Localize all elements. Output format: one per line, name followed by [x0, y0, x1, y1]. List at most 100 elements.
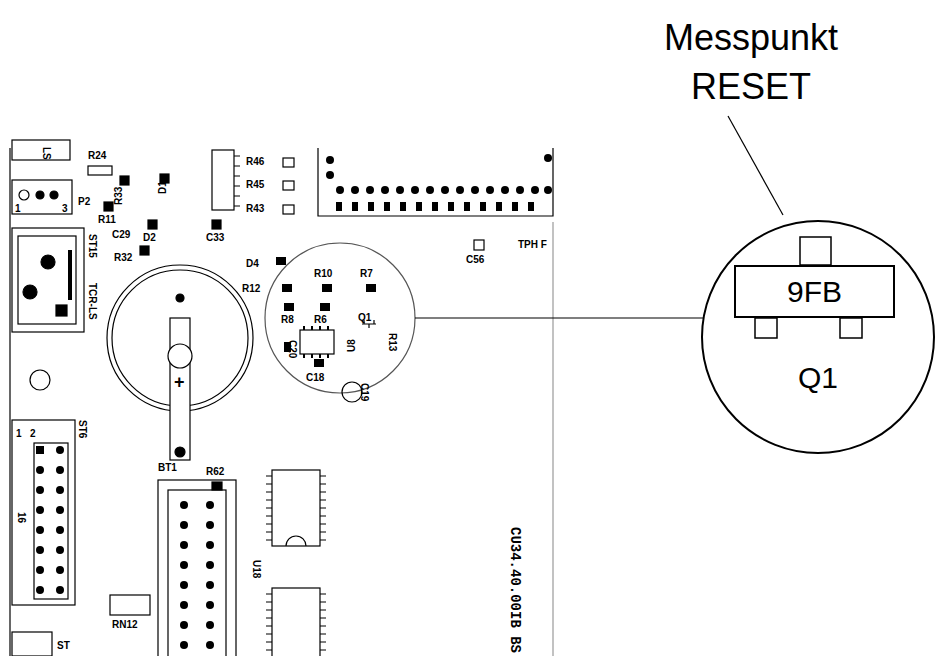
part-label: D2	[143, 232, 156, 243]
connector-inner	[18, 236, 76, 324]
module-outline	[318, 148, 553, 216]
resistor-network	[110, 595, 150, 615]
pin	[41, 255, 55, 269]
part-label: RN12	[112, 619, 138, 630]
polarity-mark: +	[174, 373, 185, 393]
battery-pin	[175, 447, 185, 457]
connector	[12, 180, 72, 214]
part-label: LS	[41, 147, 52, 160]
magnified-callout: Q1 9FB	[700, 219, 936, 455]
ic-outline	[272, 470, 320, 546]
part-label: R62	[206, 466, 224, 477]
pin-number: 3	[62, 203, 68, 214]
ic-notch	[286, 536, 306, 546]
header	[158, 480, 236, 656]
callout-circle	[700, 219, 936, 455]
part-label: R24	[88, 150, 106, 161]
part-label: C29	[112, 229, 130, 240]
part-label: R13	[387, 333, 398, 351]
zoom-line	[415, 317, 703, 318]
key	[68, 250, 72, 300]
part-label: U18	[251, 560, 262, 578]
part-label: C18	[306, 372, 324, 383]
part-label: D1	[157, 181, 168, 194]
pad	[120, 176, 129, 185]
callout-title: Messpunkt RESET	[636, 14, 866, 111]
package-marking: 9FB	[787, 275, 842, 308]
ic-outline	[212, 150, 234, 210]
ic-outline	[272, 588, 320, 656]
part-label: R8	[281, 314, 294, 325]
board-edge	[9, 148, 10, 656]
package-pin	[800, 237, 831, 265]
mounting-hole	[30, 370, 50, 390]
part-label: R45	[246, 179, 264, 190]
part-label: BT1	[158, 462, 177, 473]
pin-number: 1	[16, 428, 22, 439]
part-label: P2	[78, 196, 90, 207]
part-label: R12	[242, 283, 260, 294]
part-label: TPH F	[518, 239, 547, 250]
connector	[12, 228, 84, 332]
part-label: ST6	[77, 420, 88, 438]
pad	[212, 482, 222, 490]
header-pins	[180, 501, 214, 649]
ic-legs	[266, 594, 326, 650]
part-label: ST	[57, 640, 70, 651]
header	[12, 420, 75, 605]
pin	[36, 191, 44, 199]
pad	[283, 205, 294, 214]
ic-legs	[234, 156, 240, 206]
board-id: CU34.40.00IB BS	[507, 527, 522, 653]
pad	[283, 181, 294, 190]
part-label: R32	[114, 252, 132, 263]
part-label: TCR-LS	[87, 283, 98, 320]
part-label: C33	[206, 232, 224, 243]
part-label: R10	[314, 268, 332, 279]
package-pin	[840, 318, 862, 338]
part-label: C20	[287, 340, 298, 358]
header-pins	[36, 446, 64, 594]
zoom-pads	[276, 257, 376, 367]
resistor-pad	[88, 166, 112, 175]
module-pins	[326, 154, 552, 211]
connector	[12, 632, 52, 656]
pin	[19, 190, 29, 200]
zoom-area	[265, 243, 415, 393]
part-label: R7	[360, 268, 373, 279]
pin-number: 2	[30, 428, 36, 439]
ic-legs	[266, 476, 326, 540]
pin	[56, 305, 67, 316]
battery-dot	[176, 294, 184, 302]
ic-outline	[300, 330, 334, 354]
battery-contact	[168, 344, 192, 368]
part-label: C56	[466, 254, 484, 265]
pin-number: 1	[15, 203, 21, 214]
pad	[140, 246, 149, 255]
part-designator: Q1	[700, 361, 936, 394]
pad	[212, 220, 221, 229]
board-edge	[552, 222, 553, 656]
header-inner	[34, 443, 68, 599]
part-label: R6	[314, 314, 327, 325]
callout-outline	[702, 221, 934, 453]
pin-number: 16	[16, 512, 27, 523]
pin	[23, 285, 37, 299]
header-inner	[168, 490, 226, 656]
battery-strap	[170, 318, 190, 460]
pad	[474, 240, 484, 250]
part-label: U8	[346, 339, 357, 352]
part-label: R46	[246, 156, 264, 167]
part-label: R33	[113, 187, 124, 205]
part-label: R11	[98, 214, 116, 225]
pad	[104, 202, 113, 211]
package-pin	[755, 318, 777, 338]
ic-legs	[304, 326, 328, 358]
part-label: ST15	[87, 234, 98, 258]
part-label: Q1	[358, 312, 371, 323]
pin	[50, 191, 58, 199]
pad	[283, 158, 294, 167]
part-label: D4	[246, 258, 259, 269]
